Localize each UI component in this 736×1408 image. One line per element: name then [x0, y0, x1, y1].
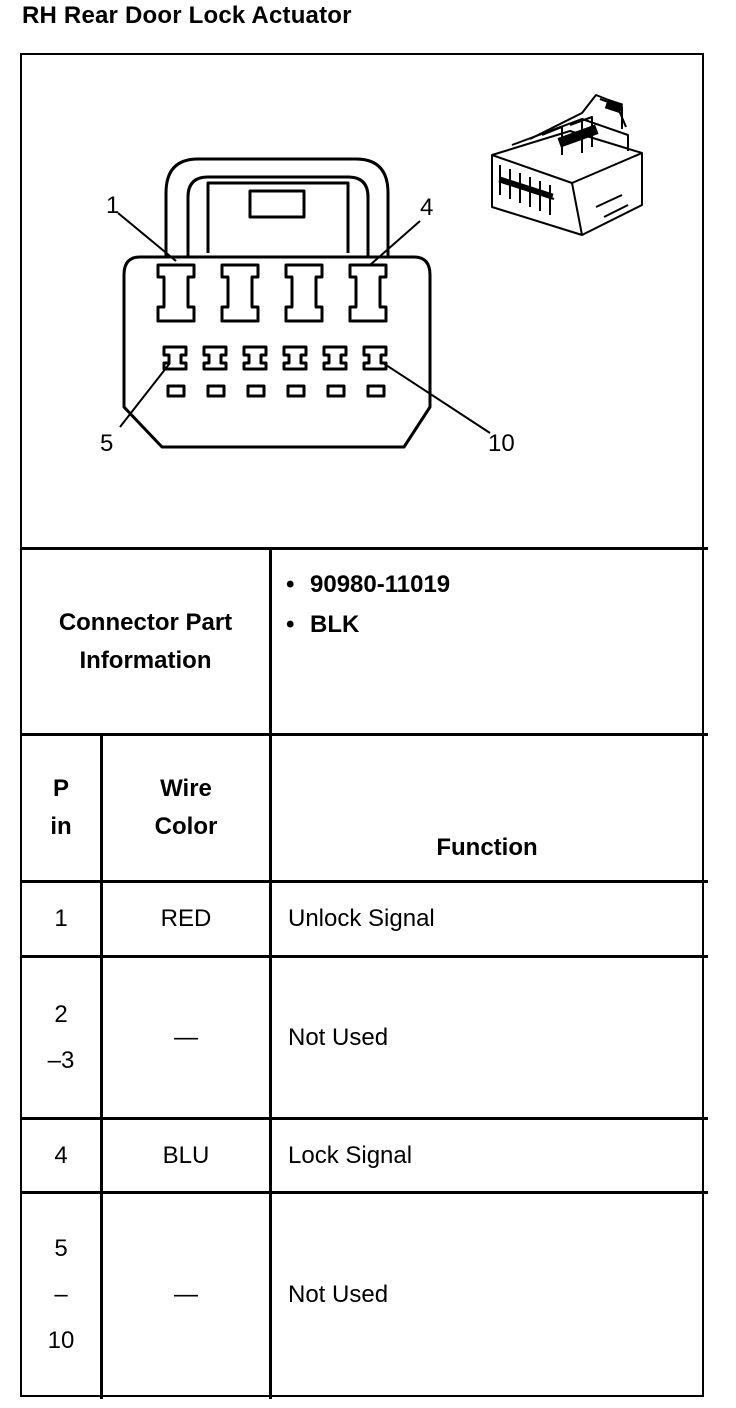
callout-pin-5: 5 — [100, 430, 113, 457]
connector-diagram: 1 4 5 10 — [22, 55, 702, 547]
callout-pin-4: 4 — [420, 194, 433, 221]
list-item: • BLK — [272, 605, 450, 645]
table-row-pin: 2 –3 — [47, 1000, 75, 1074]
callout-pin-10: 10 — [488, 430, 515, 457]
header-function: Function — [436, 834, 538, 861]
list-item: • 90980-11019 — [272, 565, 450, 605]
header-wire-color: Wire Color — [154, 775, 218, 840]
connector-table: 1 4 5 10 — [20, 53, 708, 1399]
callout-pin-1: 1 — [106, 192, 119, 219]
table-row-color: — — [174, 1280, 198, 1308]
bullet-icon: • — [286, 571, 295, 598]
part-info-label: Connector Part Information — [58, 608, 233, 674]
connector-face-drawing: 1 4 5 10 — [100, 94, 643, 457]
table-row-color: BLU — [162, 1141, 210, 1169]
bullet-icon: • — [286, 611, 295, 638]
page-title: RH Rear Door Lock Actuator — [22, 2, 352, 29]
table-row-function: Not Used — [288, 1023, 389, 1051]
table-row-pin: 5 – 10 — [47, 1234, 75, 1354]
table-row-function: Not Used — [288, 1280, 389, 1308]
table-row-function: Unlock Signal — [288, 905, 435, 932]
part-info-list: • 90980-11019 • BLK — [272, 565, 450, 645]
table-row-color: — — [174, 1023, 198, 1051]
table-row-pin: 1 — [54, 905, 68, 932]
header-pin: P in — [50, 775, 72, 840]
table-row-color: RED — [160, 905, 212, 932]
table-row-function: Lock Signal — [288, 1141, 413, 1169]
connector-3d-icon — [491, 94, 643, 236]
table-row-pin: 4 — [54, 1141, 68, 1169]
